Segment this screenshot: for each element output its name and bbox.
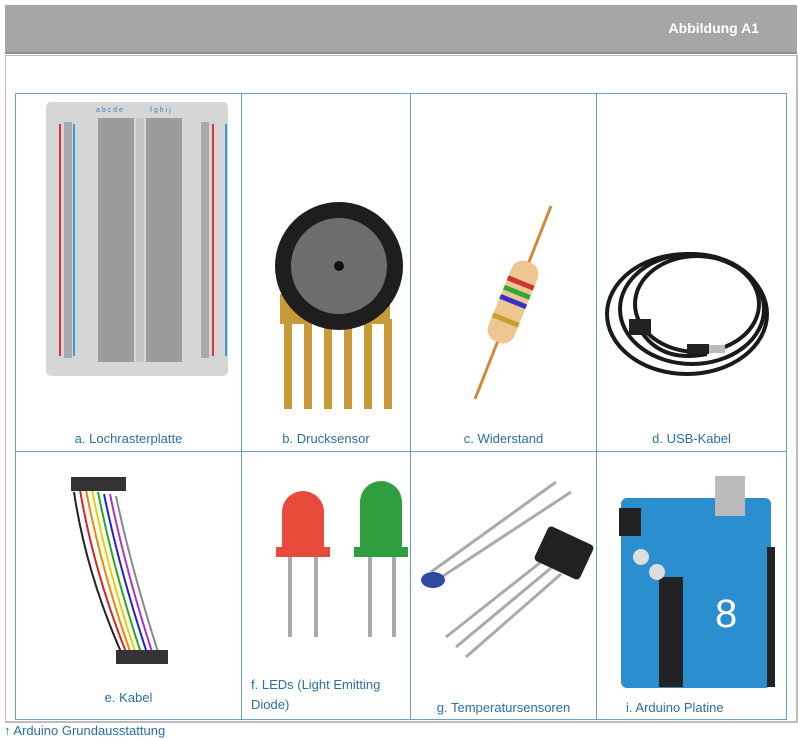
cell-breadboard: a b c d e f g h i j a. Lochrasterplatte xyxy=(15,93,242,452)
components-table: a b c d e f g h i j a. Lochrasterplatte … xyxy=(15,93,787,720)
svg-text:8: 8 xyxy=(715,592,737,636)
cell-pressure-sensor: b. Drucksensor xyxy=(241,93,411,452)
svg-text:f g h i j: f g h i j xyxy=(150,107,171,114)
jumper-wires-image xyxy=(71,477,168,664)
header-bar: Abbildung A1 xyxy=(5,5,797,54)
cell-usb-cable: d. USB-Kabel xyxy=(596,93,787,452)
caption-leds: f. LEDs (Light Emitting Diode) xyxy=(251,677,381,712)
caption-usb-cable: d. USB-Kabel xyxy=(652,431,731,446)
cell-temperature-sensors: g. Temperatursensoren xyxy=(410,451,597,720)
usb-cable-image xyxy=(605,252,769,376)
cell-resistor: c. Widerstand xyxy=(410,93,597,452)
caption-breadboard: a. Lochrasterplatte xyxy=(74,431,183,446)
leds-image xyxy=(276,481,408,637)
pressure-sensor-image xyxy=(275,202,403,409)
figure-title: Abbildung A1 xyxy=(668,20,759,36)
up-arrow-icon: ↑ xyxy=(4,723,11,738)
caption-temperature-sensors: g. Temperatursensoren xyxy=(436,700,571,715)
svg-text:a b c d e: a b c d e xyxy=(96,107,123,114)
cell-jumper-wires: e. Kabel xyxy=(15,451,242,720)
caption-arduino: i. Arduino Platine xyxy=(626,700,724,715)
caption-pressure-sensor: b. Drucksensor xyxy=(282,431,370,446)
footer-link[interactable]: ↑ Arduino Grundausstattung xyxy=(4,723,165,738)
resistor-image xyxy=(473,205,553,400)
cell-arduino: 8 i. Arduino Platine xyxy=(596,451,787,720)
arduino-board-image: 8 xyxy=(619,476,775,688)
footer-link-label[interactable]: Arduino Grundausstattung xyxy=(13,723,166,738)
cell-leds: f. LEDs (Light Emitting Diode) xyxy=(241,451,411,720)
breadboard-image: a b c d e f g h i j xyxy=(46,102,228,376)
temperature-sensors-image xyxy=(421,480,594,659)
caption-resistor: c. Widerstand xyxy=(463,431,544,446)
caption-jumper-wires: e. Kabel xyxy=(104,690,153,705)
